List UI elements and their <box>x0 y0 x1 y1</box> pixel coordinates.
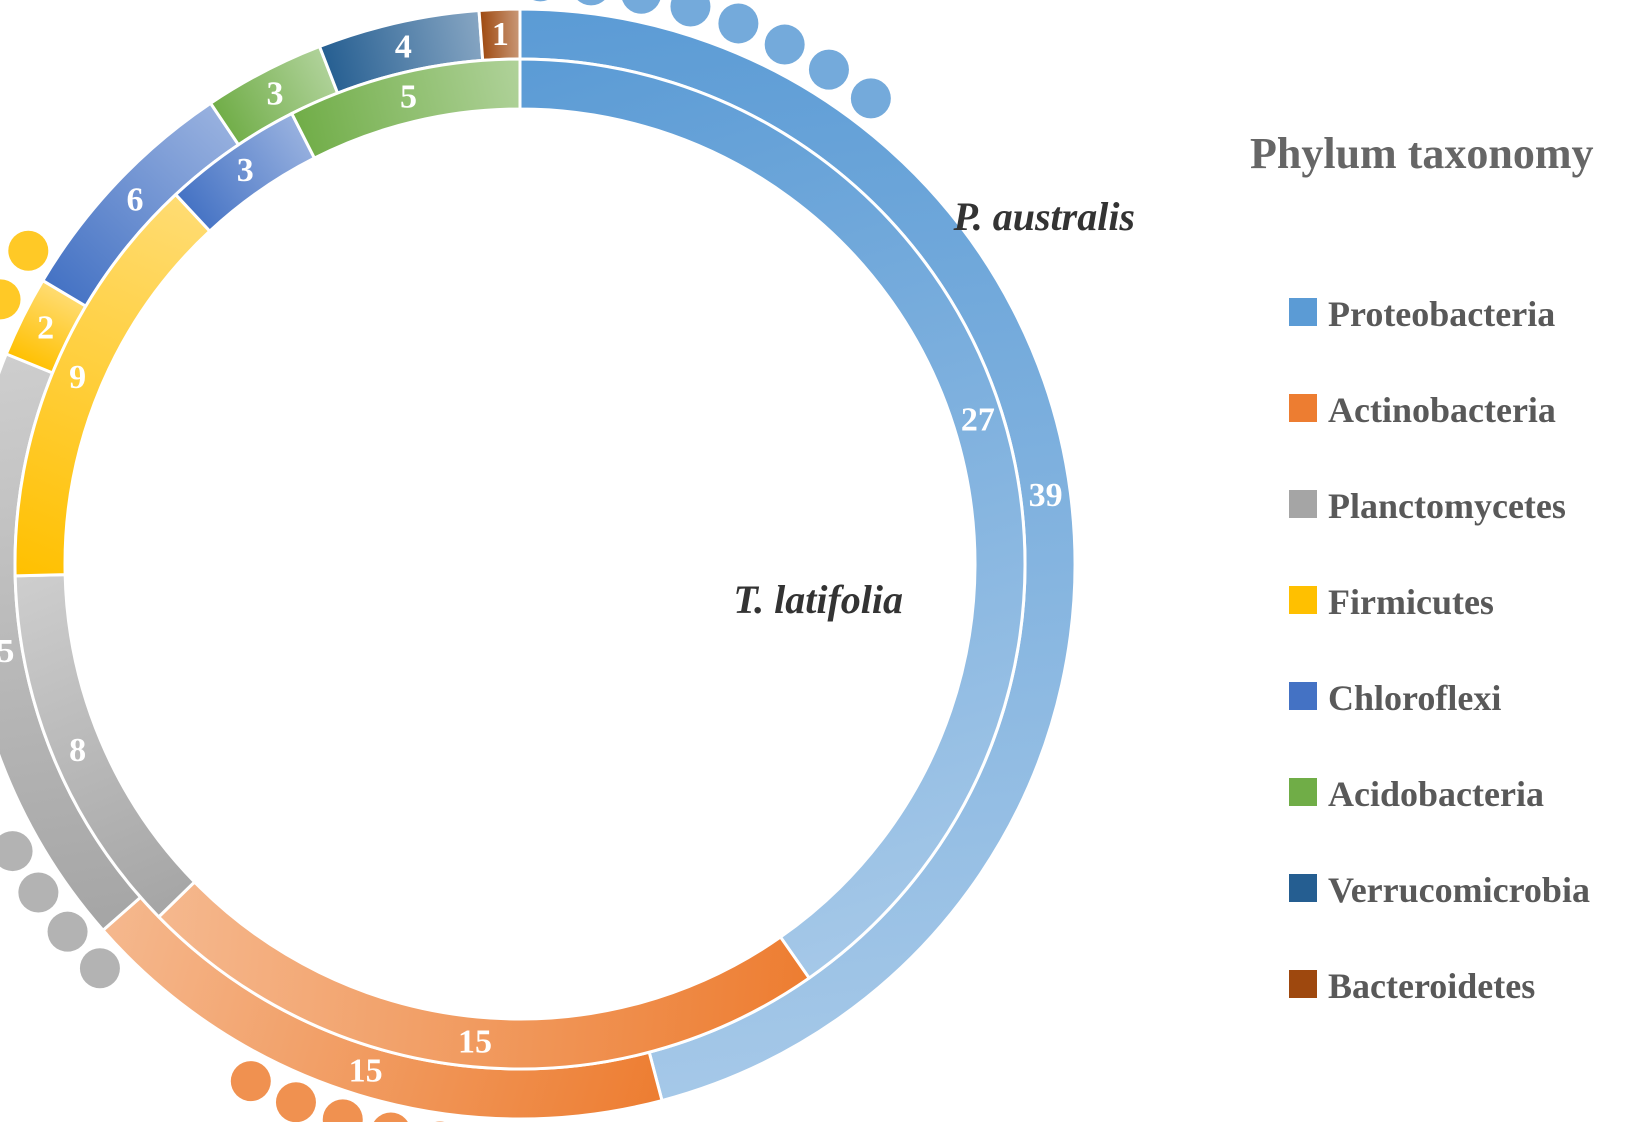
legend-label-proteobacteria: Proteobacteria <box>1328 294 1555 334</box>
legend-label-acidobacteria: Acidobacteria <box>1328 774 1544 814</box>
value-label-outer-firmicutes: 2 <box>37 309 54 346</box>
legend-label-verrucomicrobia: Verrucomicrobia <box>1328 870 1590 910</box>
marker-dot-proteobacteria <box>670 0 711 27</box>
value-label-outer-verrucomicrobia: 4 <box>395 28 412 65</box>
marker-dot-planctomycetes <box>18 872 59 913</box>
marker-dot-planctomycetes <box>79 948 120 989</box>
slice-inner-acidobacteria <box>289 57 522 161</box>
legend-swatch-actinobacteria <box>1289 394 1317 422</box>
value-label-outer-acidobacteria: 3 <box>267 76 284 113</box>
value-label-inner-firmicutes: 9 <box>69 359 86 396</box>
value-label-inner-planctomycetes: 8 <box>69 732 86 769</box>
value-label-inner-chloroflexi: 3 <box>237 152 254 189</box>
legend-label-chloroflexi: Chloroflexi <box>1328 678 1501 718</box>
legend-swatch-chloroflexi <box>1289 682 1317 710</box>
value-label-outer-chloroflexi: 6 <box>126 181 143 218</box>
marker-dot-firmicutes <box>0 279 21 320</box>
marker-dot-proteobacteria <box>764 24 805 65</box>
inner-ring-t-latifolia <box>13 57 1027 1071</box>
marker-dot-actinobacteria <box>275 1082 316 1122</box>
outer-ring-name: P. australis <box>952 194 1135 239</box>
marker-dot-proteobacteria <box>850 78 891 119</box>
marker-dot-proteobacteria <box>533 0 548 2</box>
value-label-inner-proteobacteria: 27 <box>961 401 995 438</box>
value-label-outer-proteobacteria: 39 <box>1029 477 1063 514</box>
legend: ProteobacteriaActinobacteriaPlanctomycet… <box>1289 294 1590 1006</box>
marker-dots <box>0 0 891 1122</box>
marker-dot-actinobacteria <box>230 1061 271 1102</box>
legend-label-planctomycetes: Planctomycetes <box>1328 486 1566 526</box>
value-label-outer-planctomycetes: 15 <box>0 633 14 670</box>
marker-dot-planctomycetes <box>0 831 33 872</box>
legend-swatch-planctomycetes <box>1289 490 1317 518</box>
marker-dot-proteobacteria <box>622 0 661 14</box>
legend-swatch-proteobacteria <box>1289 298 1317 326</box>
value-label-outer-actinobacteria: 15 <box>349 1053 383 1090</box>
legend-swatch-bacteroidetes <box>1289 970 1317 998</box>
value-labels: 39 15 15 2 6 3 4 1 27 15 8 9 3 5 <box>0 16 1063 1090</box>
legend-swatch-verrucomicrobia <box>1289 874 1317 902</box>
legend-title: Phylum taxonomy <box>1250 129 1593 178</box>
legend-label-actinobacteria: Actinobacteria <box>1328 390 1556 430</box>
value-label-inner-acidobacteria: 5 <box>400 79 417 116</box>
inner-ring-name: T. latifolia <box>733 577 903 622</box>
value-label-inner-actinobacteria: 15 <box>458 1023 492 1060</box>
marker-dot-actinobacteria <box>373 1112 408 1122</box>
legend-swatch-acidobacteria <box>1289 778 1317 806</box>
outer-ring-p-australis <box>0 7 1077 1121</box>
marker-dot-proteobacteria <box>718 3 759 44</box>
legend-label-firmicutes: Firmicutes <box>1328 582 1494 622</box>
marker-dot-firmicutes <box>8 230 49 271</box>
legend-label-bacteroidetes: Bacteroidetes <box>1328 966 1535 1006</box>
value-label-outer-bacteroidetes: 1 <box>492 16 509 53</box>
legend-swatch-firmicutes <box>1289 586 1317 614</box>
marker-dot-planctomycetes <box>47 911 88 952</box>
marker-dot-proteobacteria <box>577 0 605 6</box>
marker-dot-actinobacteria <box>322 1099 363 1122</box>
marker-dot-proteobacteria <box>808 49 849 90</box>
